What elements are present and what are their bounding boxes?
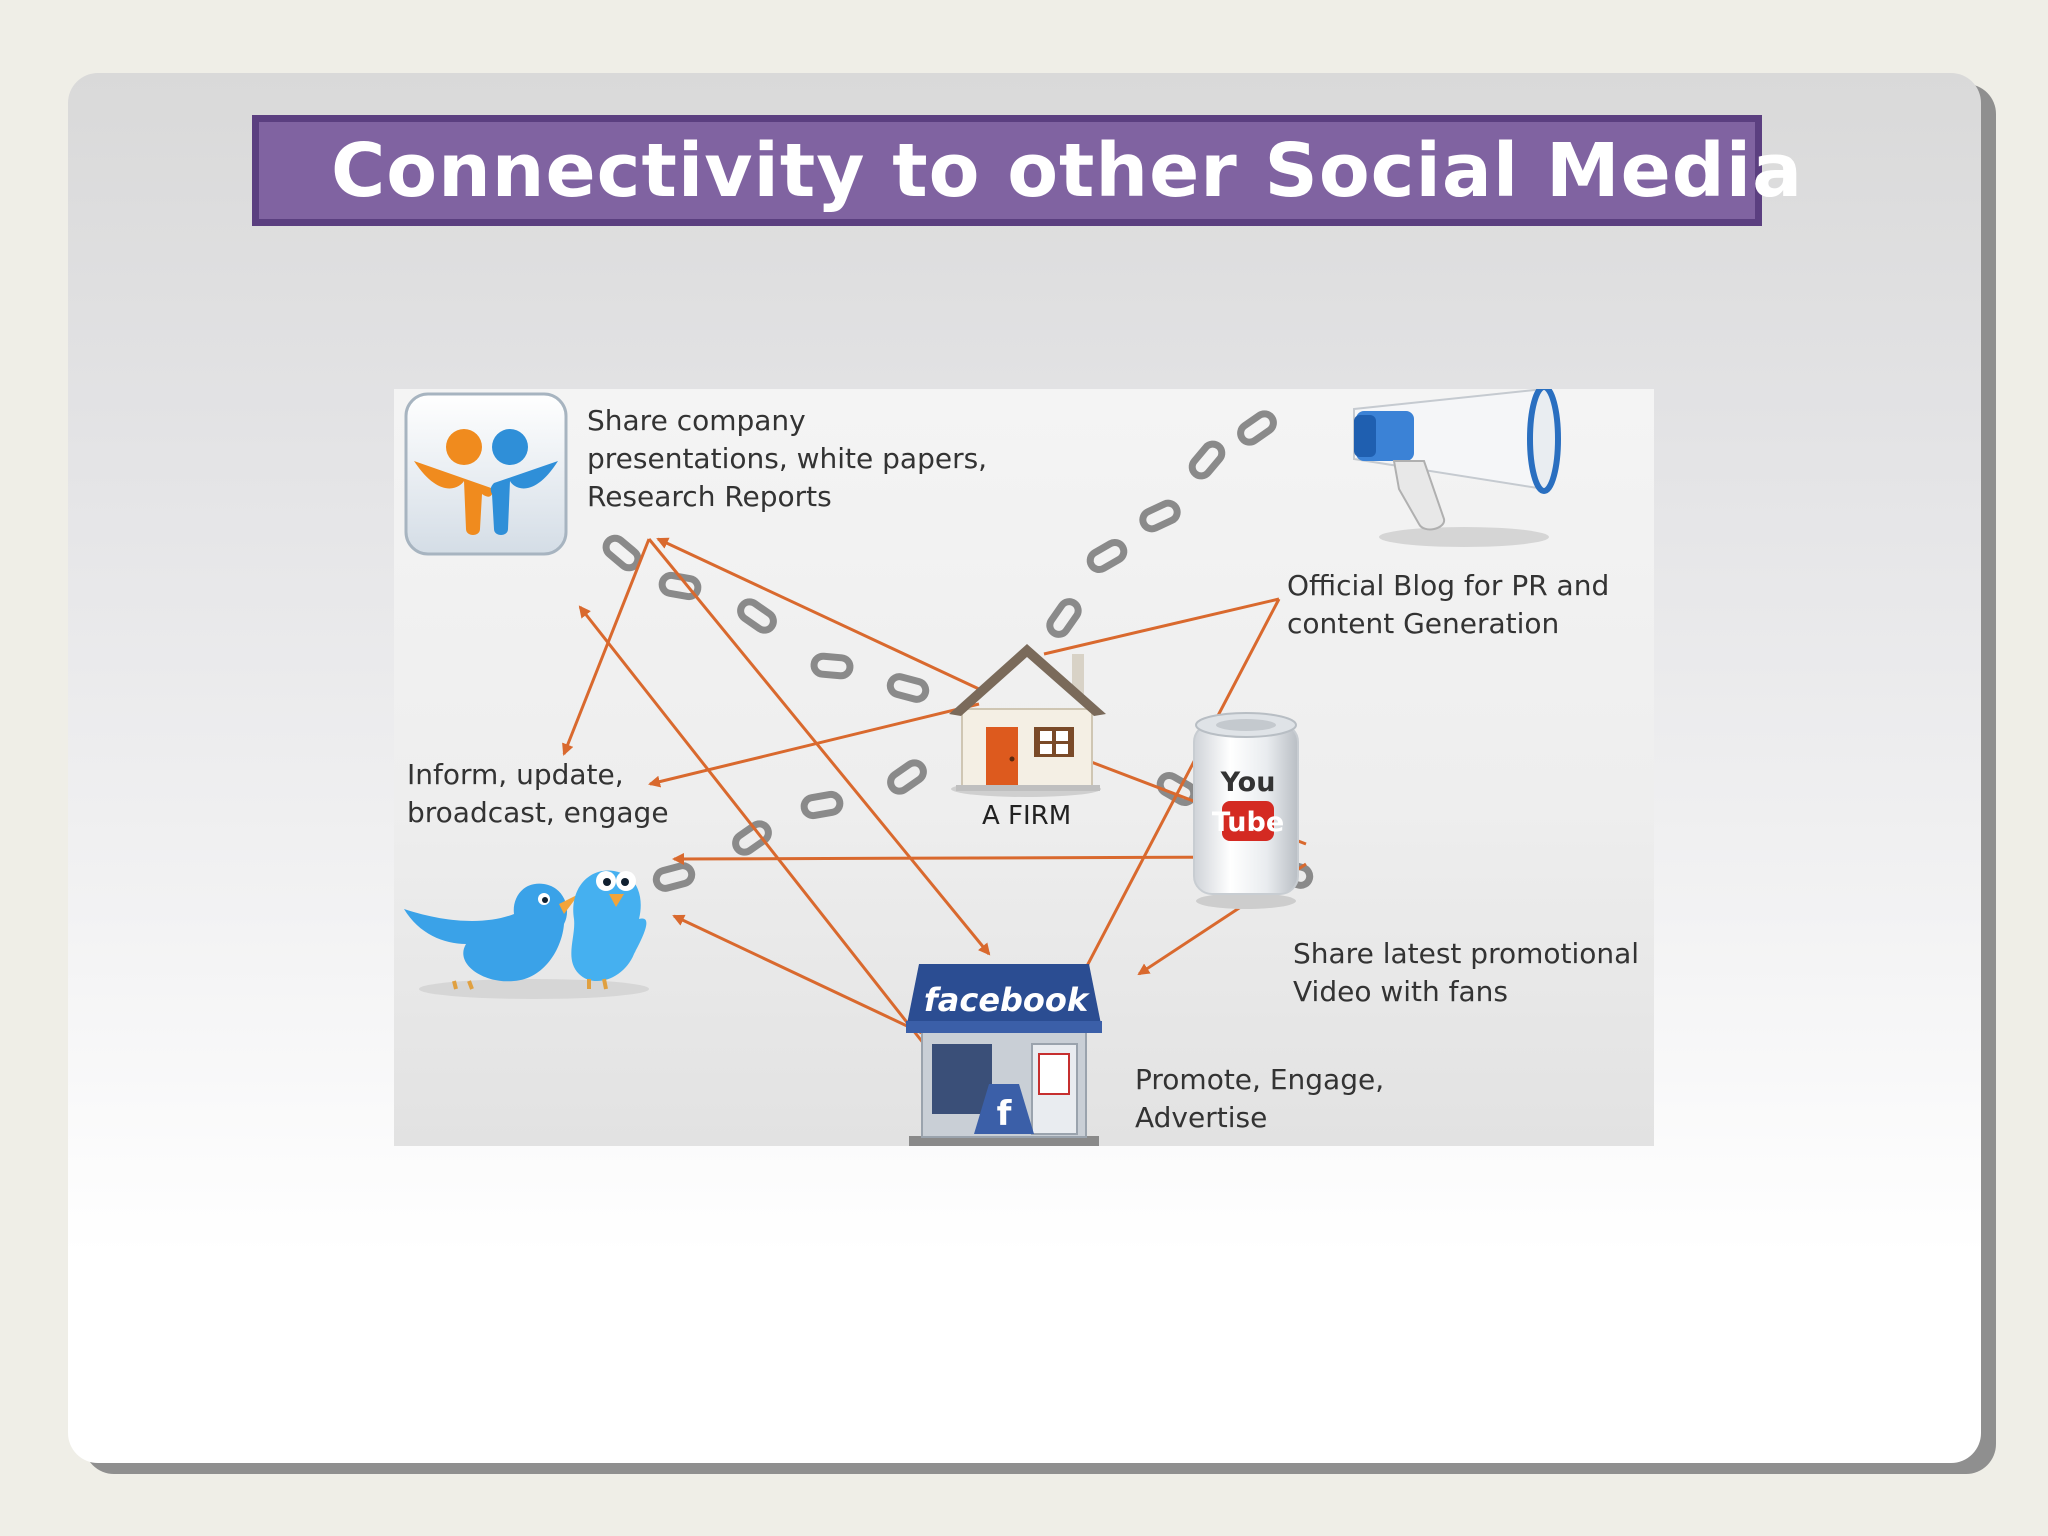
- chain-firm-twitter: [652, 759, 927, 892]
- youtube-can-icon: You Tube: [1193, 712, 1299, 909]
- chain-firm-blog: [1046, 410, 1277, 638]
- blog-label: Official Blog for PR and content Generat…: [1287, 569, 1610, 640]
- slideshare-label: Share company presentations, white paper…: [587, 404, 988, 513]
- chain-slideshare-firm: [602, 534, 930, 703]
- chain-links: [602, 410, 1314, 892]
- youtube-can-text-bottom: Tube: [1212, 807, 1284, 838]
- twitter-label: Inform, update, broadcast, engage: [407, 758, 669, 829]
- slide-title: Connectivity to other Social Media: [330, 127, 1804, 214]
- facebook-label: Promote, Engage, Advertise: [1135, 1063, 1385, 1134]
- firm-label: A FIRM: [982, 801, 1072, 831]
- megaphone-icon: [1353, 389, 1561, 547]
- social-media-diagram: You Tube facebook f Share company presen…: [394, 389, 1654, 1146]
- youtube-label: Share latest promotional Video with fans: [1293, 937, 1640, 1008]
- facebook-sign-text: facebook: [924, 981, 1090, 1019]
- firm-house-icon: [949, 644, 1106, 797]
- youtube-can-text-top: You: [1220, 767, 1276, 798]
- facebook-store-icon: facebook f: [906, 964, 1102, 1146]
- diagram-art: You Tube facebook f: [404, 389, 1561, 1146]
- title-bar: Connectivity to other Social Media: [252, 115, 1802, 226]
- slideshare-icon: [404, 392, 568, 556]
- twitter-birds-icon: [404, 870, 649, 999]
- facebook-badge-text: f: [997, 1094, 1013, 1134]
